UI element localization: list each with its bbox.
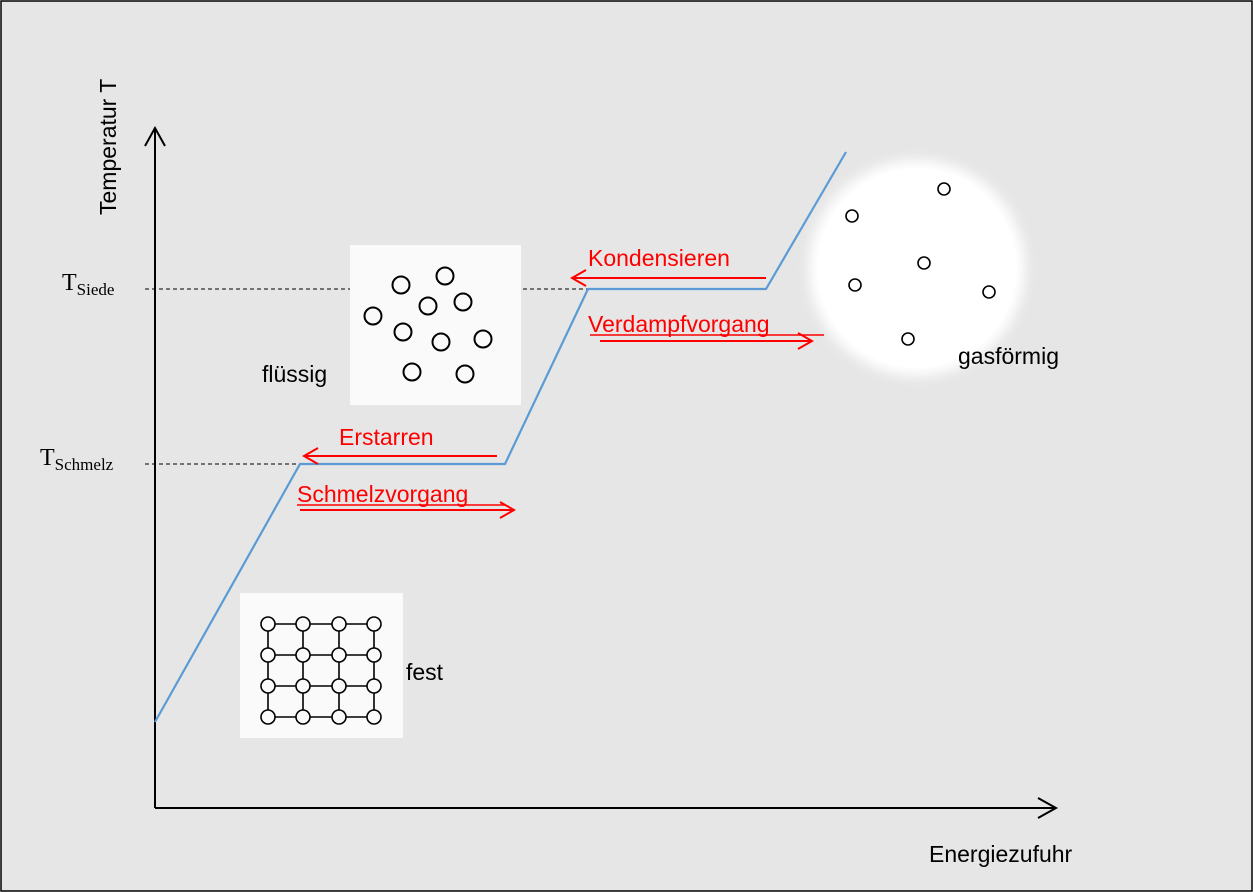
freezing-label: Erstarren bbox=[339, 424, 434, 450]
condensing-transition: Kondensieren bbox=[569, 245, 766, 287]
y-axis-arrowhead bbox=[144, 125, 166, 147]
solid-particles bbox=[260, 616, 382, 725]
boiling-temperature-label: TSiede bbox=[62, 270, 114, 299]
melting-arrowhead bbox=[499, 501, 517, 519]
freezing-arrowhead bbox=[301, 447, 319, 465]
gas-particle-model bbox=[809, 160, 1025, 376]
y-axis-label: Temperatur T bbox=[95, 79, 121, 215]
heating-curve bbox=[154, 151, 847, 723]
x-axis-label: Energiezufuhr bbox=[929, 841, 1073, 867]
solid-state-label: fest bbox=[406, 659, 444, 685]
melting-temperature-label: TSchmelz bbox=[40, 445, 114, 474]
y-axis bbox=[144, 125, 166, 808]
x-axis bbox=[155, 797, 1059, 819]
freezing-transition: Erstarren bbox=[301, 424, 497, 465]
condensing-label: Kondensieren bbox=[588, 245, 730, 271]
liquid-particle-model bbox=[350, 245, 521, 405]
solid-particle-model bbox=[240, 593, 403, 738]
vaporizing-label: Verdampfvorgang bbox=[588, 311, 770, 337]
x-axis-arrowhead bbox=[1037, 797, 1059, 819]
melting-label: Schmelzvorgang bbox=[297, 481, 468, 507]
melting-transition: Schmelzvorgang bbox=[297, 481, 517, 519]
liquid-state-label: flüssig bbox=[262, 361, 327, 387]
solid-lattice bbox=[267, 623, 375, 718]
gas-state-label: gasförmig bbox=[958, 343, 1059, 369]
vaporizing-transition: Verdampfvorgang bbox=[588, 311, 824, 350]
vaporizing-arrowhead bbox=[797, 332, 815, 350]
liquid-particles bbox=[363, 266, 493, 384]
gas-particles bbox=[845, 182, 996, 346]
condensing-arrowhead bbox=[569, 269, 587, 287]
